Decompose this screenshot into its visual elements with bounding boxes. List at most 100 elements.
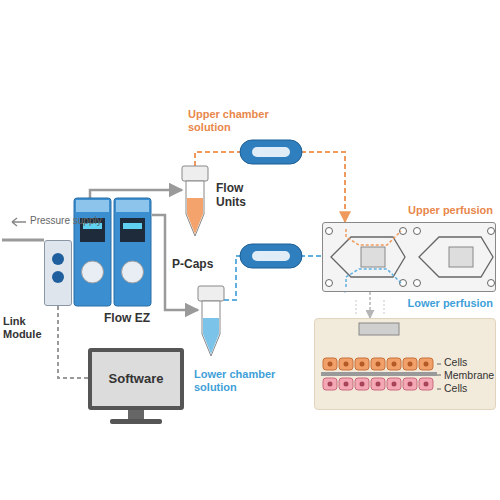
upper-flow-path (346, 229, 401, 245)
control-knob (122, 261, 144, 283)
node-label: Flow EZ (104, 312, 150, 326)
tube-body (202, 301, 220, 356)
control-knob (82, 261, 104, 283)
node-label: Cells (444, 356, 467, 368)
node-label: Upper chamber solution (188, 108, 283, 133)
inset-guide (356, 300, 384, 316)
chip-channel (331, 237, 405, 277)
cell-nucleus (328, 362, 333, 367)
chip-miniature (359, 323, 399, 335)
cell-nucleus (376, 362, 381, 367)
flow-unit-window (252, 147, 290, 157)
reservoir-tube: Upper chamber solution (182, 166, 208, 238)
cell (371, 378, 385, 390)
chip-port (488, 280, 495, 287)
pressure-arrow (12, 218, 26, 226)
node-label: Cells (444, 382, 467, 394)
cell-nucleus (376, 382, 381, 387)
link-module: Link Module (44, 240, 72, 306)
chip-port (326, 228, 333, 235)
tube-body (186, 181, 204, 236)
part-label: Flow Units (216, 182, 258, 210)
p-cap (182, 166, 208, 181)
chip-port (326, 280, 333, 287)
leader-line (437, 389, 441, 390)
monitor-base (110, 419, 162, 424)
cell-nucleus (408, 362, 413, 367)
cell (355, 378, 369, 390)
tubing-connector (90, 190, 182, 198)
software-monitor: Software (88, 348, 184, 410)
chip-port (414, 280, 421, 287)
flow-unit (240, 140, 302, 164)
supply-label: Pressure supply (30, 215, 102, 227)
microfluidic-chip-art (323, 223, 497, 293)
cell (323, 358, 337, 370)
link-module-art (45, 241, 73, 307)
leader-line (437, 375, 441, 376)
cross-section-inset-art (315, 319, 497, 411)
leader-line (437, 364, 441, 365)
cross-section-inset: CellsMembraneCells (314, 318, 496, 410)
cell (403, 378, 417, 390)
chip-chamber (361, 247, 385, 267)
controller-top (116, 200, 149, 212)
node-label: Lower perfusion (407, 297, 493, 310)
tubing-connector (369, 292, 371, 318)
cell-nucleus (360, 382, 365, 387)
node-label: Lower chamber solution (194, 368, 294, 393)
microfluidic-chip: Upper perfusionLower perfusion (322, 222, 496, 292)
cell-nucleus (392, 382, 397, 387)
cell (387, 358, 401, 370)
node-label: Membrane (444, 369, 494, 381)
flow-unit (240, 244, 302, 268)
reservoir-tube-art (198, 286, 224, 358)
tube-liquid (203, 318, 219, 354)
tubing-connector (58, 306, 88, 378)
controller-body (114, 198, 151, 306)
node-label: Upper perfusion (408, 204, 493, 217)
cell-nucleus (328, 382, 333, 387)
pressure-hose (2, 239, 44, 242)
chip-port (414, 228, 421, 235)
controller-body (74, 198, 111, 306)
cell-nucleus (344, 382, 349, 387)
chip-port (488, 228, 495, 235)
cell (371, 358, 385, 370)
cell (419, 378, 433, 390)
cell-nucleus (424, 382, 429, 387)
tube-liquid (187, 198, 203, 234)
cell (323, 378, 337, 390)
cell (419, 358, 433, 370)
status-led (52, 253, 64, 265)
node-label: Link Module (3, 315, 51, 340)
membrane (321, 372, 437, 376)
status-led (52, 271, 64, 283)
flow-unit-window (252, 251, 290, 261)
monitor-neck (128, 409, 144, 419)
node-label: Software (109, 372, 164, 387)
cell (339, 378, 353, 390)
cell-nucleus (408, 382, 413, 387)
cell (339, 358, 353, 370)
cell (403, 358, 417, 370)
controller-screen (120, 218, 145, 242)
screen-bar (123, 223, 142, 229)
flow-ez-controller: Flow EZ (74, 198, 152, 306)
cell-nucleus (360, 362, 365, 367)
flow-ez-controller-art (74, 198, 152, 306)
part-label: P-Caps (172, 258, 213, 272)
chip-chamber (449, 247, 473, 267)
controller-top (76, 200, 109, 212)
reservoir-tube-art (182, 166, 208, 238)
cell-nucleus (344, 362, 349, 367)
chip-channel (419, 237, 493, 277)
reservoir-tube: Lower chamber solution (198, 286, 224, 358)
cell-nucleus (392, 362, 397, 367)
p-cap (198, 286, 224, 301)
cell (387, 378, 401, 390)
cell-nucleus (424, 362, 429, 367)
lower-flow-path (346, 269, 401, 287)
cell (355, 358, 369, 370)
